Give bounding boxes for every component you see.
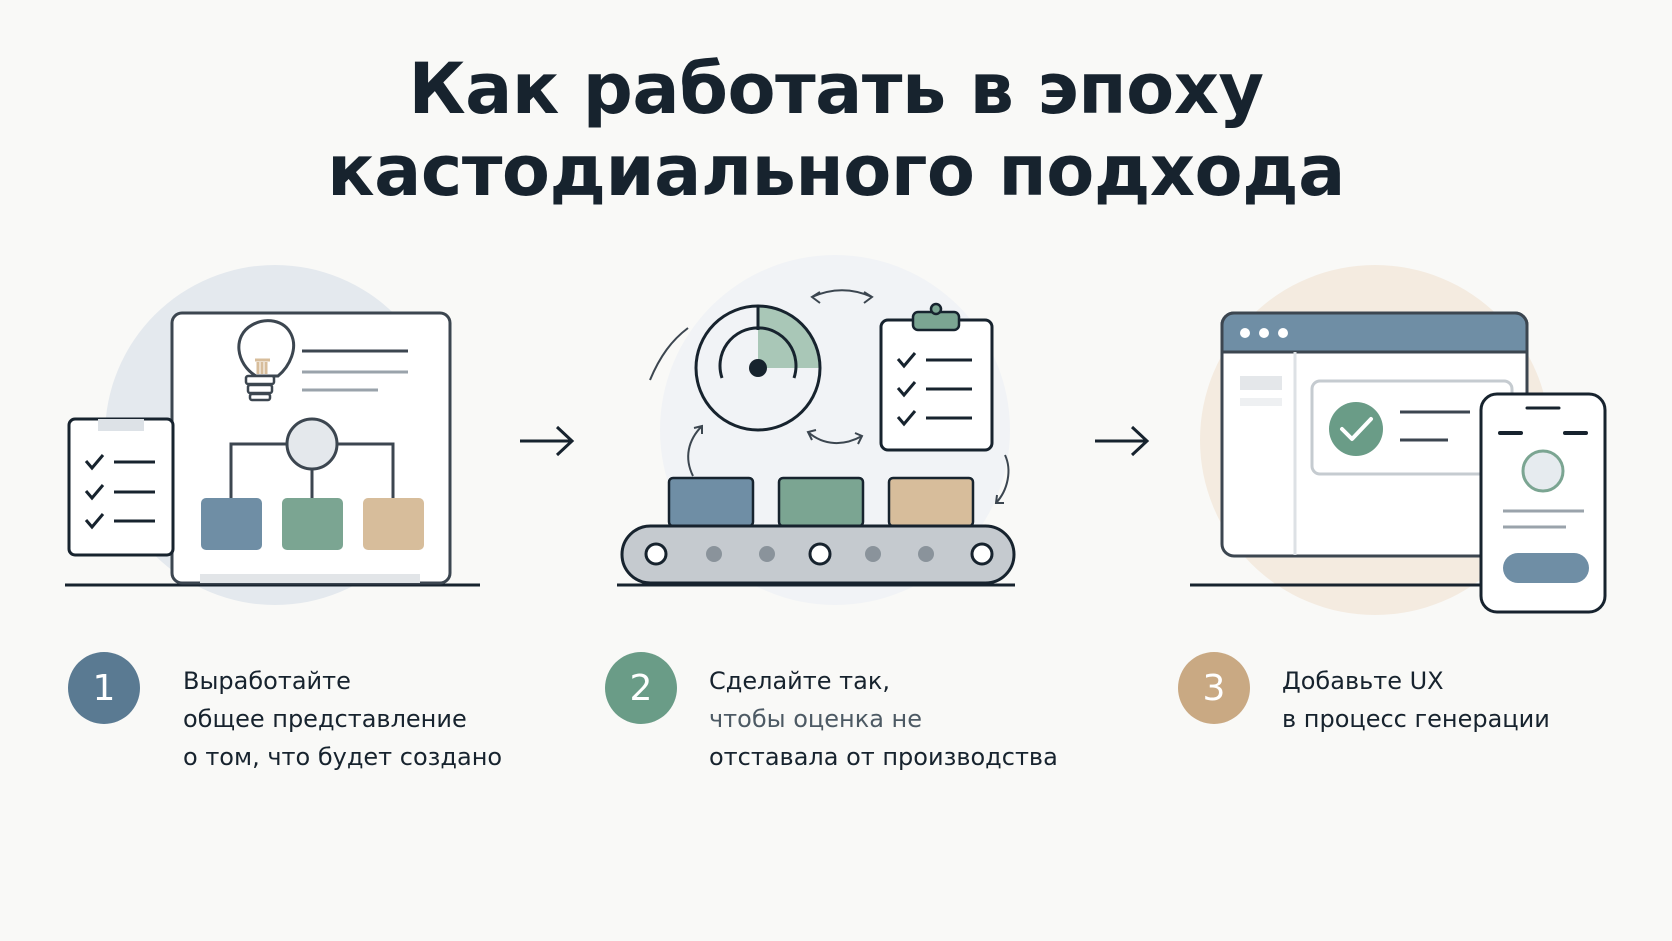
arrow-right-icon (520, 425, 575, 457)
page-title: Как работать в эпоху кастодиального подх… (0, 48, 1672, 212)
step-3-badge: 3 (1178, 652, 1250, 724)
step-1-line-1: Выработайте (183, 667, 351, 695)
step-1-line-2: общее представление (183, 705, 467, 733)
check-circle-icon (1329, 402, 1383, 456)
step-3-illustration (1190, 265, 1607, 615)
step-2-line-3: отставала от производства (709, 743, 1058, 771)
flowchart-icon (201, 417, 424, 550)
step-3-line-2: в процесс генерации (1282, 705, 1550, 733)
step-1-description: Выработайте общее представление о том, ч… (183, 662, 502, 776)
step-1-badge: 1 (68, 652, 140, 724)
step-1-illustration (65, 265, 480, 605)
belt-box-blue (667, 476, 755, 528)
arrow-right-icon (1095, 425, 1150, 457)
belt-box-sand (887, 476, 975, 528)
step-1-line-3: о том, что будет создано (183, 743, 503, 771)
page-title-line-2: кастодиального подхода (327, 130, 1345, 212)
step-2-illustration (617, 255, 1016, 605)
lightbulb-icon (237, 319, 296, 402)
step-2-line-1: Сделайте так, (709, 667, 890, 695)
step-2-badge: 2 (605, 652, 677, 724)
page-title-line-1: Как работать в эпоху (408, 48, 1264, 130)
belt-box-green (777, 476, 865, 528)
step-2-line-2: чтобы оценка не (709, 705, 922, 733)
step-3-line-1: Добавьте UX (1282, 667, 1444, 695)
step-2-description: Сделайте так, чтобы оценка не отставала … (709, 662, 1058, 776)
checklist-icon (67, 417, 175, 557)
mobile-phone-icon (1479, 392, 1607, 614)
gauge-icon (694, 304, 822, 432)
step-3-description: Добавьте UX в процесс генерации (1282, 662, 1550, 738)
conveyor-belt-icon (620, 524, 1016, 585)
cycle-arrows-icon (649, 289, 1010, 504)
clipboard-checklist-icon (879, 302, 994, 452)
